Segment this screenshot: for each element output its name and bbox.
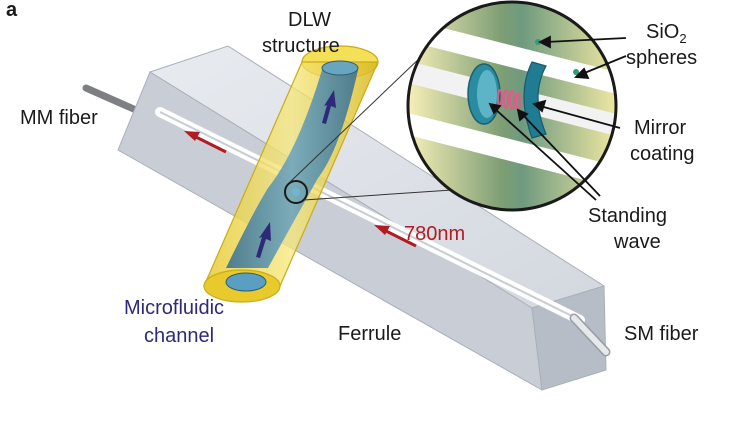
flow-arrows bbox=[256, 90, 336, 258]
fiber-core bbox=[159, 111, 581, 321]
channel-top-opening bbox=[321, 60, 359, 76]
dlw-label-line1: DLW bbox=[288, 9, 331, 31]
sio2-main: SiO bbox=[646, 21, 679, 43]
red-arrow-right-shaft bbox=[385, 229, 417, 248]
ferrule-end-face bbox=[531, 285, 607, 391]
zoom-border bbox=[406, 0, 618, 212]
mirror-label-line2: coating bbox=[630, 143, 695, 165]
spheres-label: spheres bbox=[626, 47, 697, 69]
wavelength-label: 780nm bbox=[404, 223, 465, 245]
zoom-fiber-lower bbox=[408, 112, 616, 194]
standing-wave-label-line1: Standing bbox=[588, 205, 667, 227]
cavity-marker-inner bbox=[292, 188, 300, 196]
ferrule-label: Ferrule bbox=[338, 323, 401, 345]
flow-arrow-upper bbox=[322, 90, 336, 124]
standing-wave-label-line2: wave bbox=[613, 231, 661, 253]
light-arrows bbox=[184, 131, 417, 248]
mirror-label-line1: Mirror bbox=[634, 117, 687, 139]
inset-pointers bbox=[488, 35, 627, 201]
sphere-dot-2 bbox=[573, 69, 579, 75]
mirror-right bbox=[523, 61, 547, 139]
cavity-marker bbox=[284, 180, 308, 204]
mm-fiber-label: MM fiber bbox=[20, 107, 98, 129]
sm-fiber-highlight bbox=[571, 315, 609, 355]
sio2-subscript: 2 bbox=[679, 31, 686, 46]
zoom-line-bottom bbox=[303, 189, 453, 201]
channel-bottom-opening bbox=[225, 272, 267, 292]
microfluidic-label-line1: Microfluidic bbox=[124, 297, 224, 319]
sio2-label: SiO2 bbox=[646, 21, 687, 46]
sm-fiber-label: SM fiber bbox=[624, 323, 699, 345]
red-arrow-left-shaft bbox=[195, 135, 227, 154]
flow-arrow-lower bbox=[256, 222, 271, 258]
red-arrow-left-head bbox=[184, 131, 200, 141]
red-arrow-right-head bbox=[374, 225, 390, 235]
zoom-fiber-upper bbox=[408, 18, 616, 100]
panel-label: a bbox=[6, 0, 18, 21]
microfluidic-label-line2: channel bbox=[144, 325, 214, 347]
zoom-inset bbox=[406, 0, 618, 212]
dlw-label-line2: structure bbox=[262, 35, 340, 57]
